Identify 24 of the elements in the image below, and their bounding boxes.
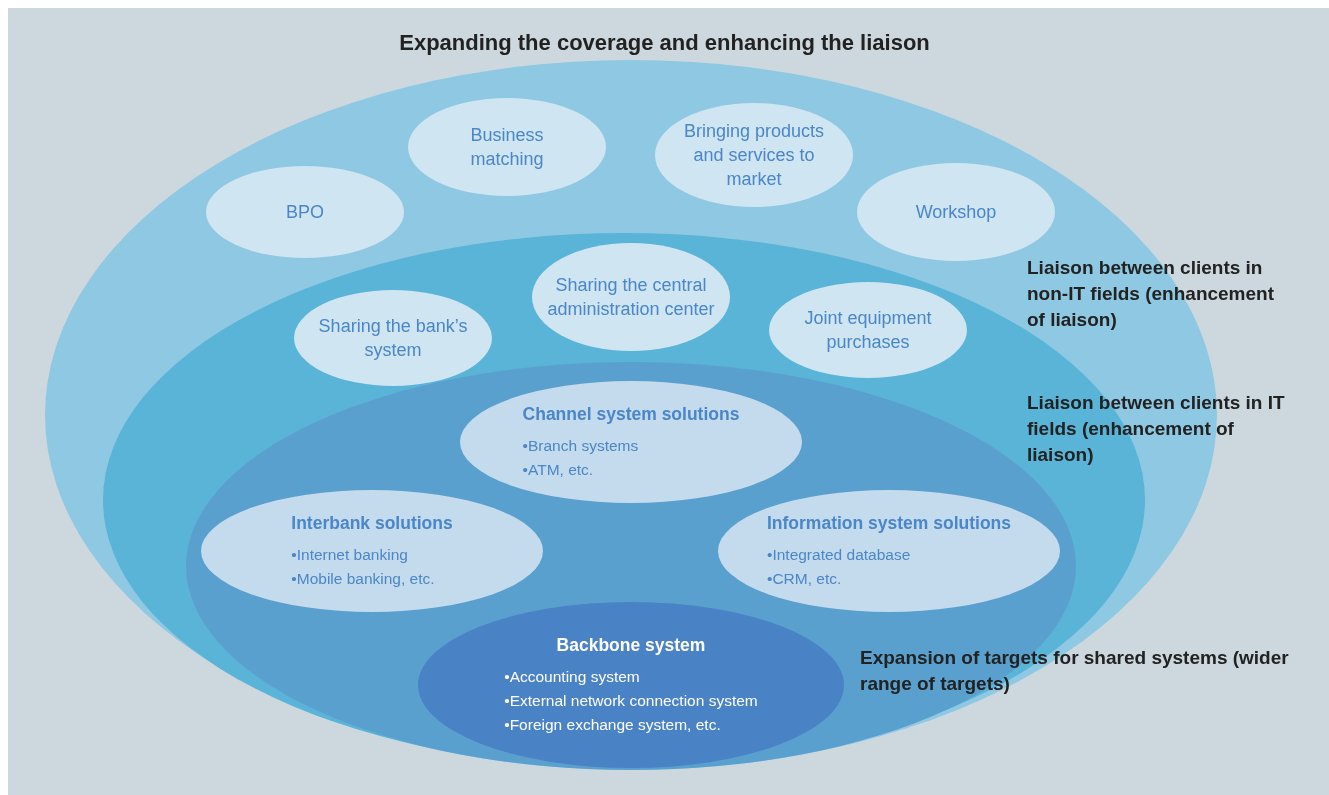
ring-description: Expansion of targets for shared systems (wider range of targets) bbox=[860, 646, 1290, 696]
bullet-item: •Mobile banking, etc. bbox=[291, 569, 435, 589]
topic-text: Business matching bbox=[469, 124, 545, 171]
bullet-item: •Branch systems bbox=[522, 436, 639, 456]
ring-description: Liaison between clients in IT fields (enhancement of liaison) bbox=[1027, 391, 1286, 467]
topic-text: Workshop bbox=[915, 201, 997, 224]
bullet-item: •Foreign exchange system, etc. bbox=[504, 715, 721, 735]
solution-heading: Interbank solutions bbox=[291, 512, 453, 535]
topic-text: BPO bbox=[286, 201, 324, 224]
bullet-item: •Accounting system bbox=[504, 667, 640, 687]
topic-text: Bringing products and services to market bbox=[682, 120, 826, 191]
topic-text: Sharing the bank’s system bbox=[318, 315, 468, 362]
bullet-item: •Internet banking bbox=[291, 545, 408, 565]
ring-description: Liaison between clients in non-IT fields (enhancement of liaison) bbox=[1027, 256, 1276, 332]
topic-text: Sharing the central administration center bbox=[546, 274, 716, 321]
bullet-item: •ATM, etc. bbox=[522, 460, 594, 480]
solution-heading: Backbone system bbox=[556, 634, 706, 657]
bullet-item: •External network connection system bbox=[504, 691, 758, 711]
diagram-title: Expanding the coverage and enhancing the liaison bbox=[398, 30, 931, 56]
topic-text: Joint equipment purchases bbox=[803, 307, 933, 354]
bullet-item: •Integrated database bbox=[766, 545, 911, 565]
solution-heading: Channel system solutions bbox=[522, 403, 740, 426]
bullet-item: •CRM, etc. bbox=[766, 569, 842, 589]
solution-heading: Information system solutions bbox=[766, 512, 1012, 535]
